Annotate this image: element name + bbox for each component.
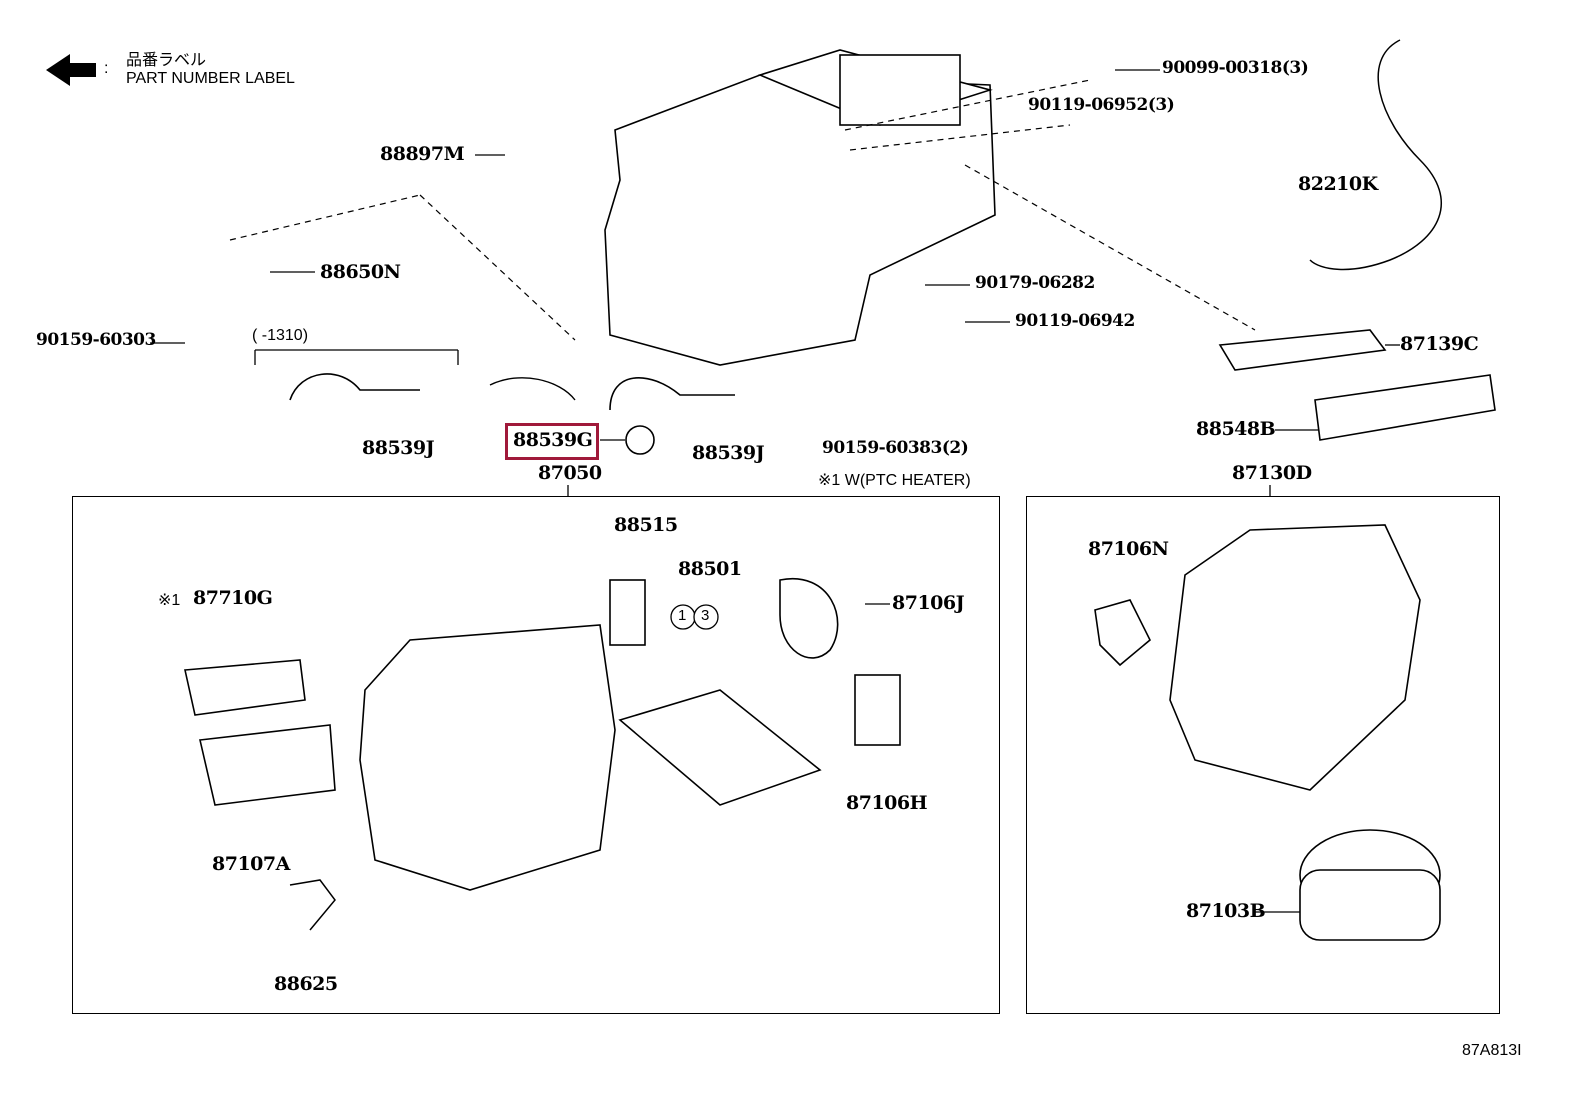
assembly-box-87050 [72,496,1000,1014]
part-label-87130D[interactable]: 87130D [1232,462,1312,484]
ptc-mark: ※1 [158,592,181,609]
part-label-90119-06942[interactable]: 90119-06942 [1015,311,1135,331]
part-label-88515[interactable]: 88515 [614,514,678,536]
circle-ref-1: 1 [678,607,687,624]
diagram-id: 87A813I [1462,1042,1522,1059]
part-label-88625[interactable]: 88625 [274,973,338,995]
part-label-87710G[interactable]: 87710G [193,587,273,609]
circle-ref-3: 3 [701,607,710,624]
legend-separator: : [104,60,109,77]
part-label-90159-60303[interactable]: 90159-60303 [36,330,156,350]
highlight-box [505,423,599,460]
legend-en-text: PART NUMBER LABEL [126,70,295,87]
part-label-90179-06282[interactable]: 90179-06282 [975,273,1095,293]
part-label-88539J-right[interactable]: 88539J [692,442,765,464]
part-label-87103B[interactable]: 87103B [1186,900,1266,922]
legend-jp-text: 品番ラベル [126,52,207,69]
part-label-90159-60383[interactable]: 90159-60383(2) [822,438,969,458]
ptc-heater-note: ※1 W(PTC HEATER) [818,472,971,489]
part-label-88539J-left[interactable]: 88539J [362,437,435,459]
part-label-87139C[interactable]: 87139C [1400,333,1479,355]
part-label-88897M[interactable]: 88897M [380,143,465,165]
part-label-88548B[interactable]: 88548B [1196,418,1276,440]
part-label-82210K[interactable]: 82210K [1298,173,1378,195]
blower-assembly [1094,524,1441,941]
arrow-left-icon [46,54,96,86]
part-label-87106J[interactable]: 87106J [892,592,965,614]
part-label-90119-06952[interactable]: 90119-06952(3) [1028,95,1175,115]
part-label-87106H[interactable]: 87106H [846,792,928,814]
hvac-case-detail [184,577,901,931]
part-label-90099-00318[interactable]: 90099-00318(3) [1162,58,1309,78]
part-label-88501[interactable]: 88501 [678,558,742,580]
part-label-87107A[interactable]: 87107A [212,853,290,875]
part-label-88650N[interactable]: 88650N [320,261,401,283]
hvac-unit-main [604,49,996,366]
part-label-87106N[interactable]: 87106N [1088,538,1169,560]
range-note: ( -1310) [252,327,309,344]
part-label-88539G[interactable]: 88539G [513,429,593,451]
part-label-87050[interactable]: 87050 [538,462,602,484]
assembly-box-87130D [1026,496,1500,1014]
